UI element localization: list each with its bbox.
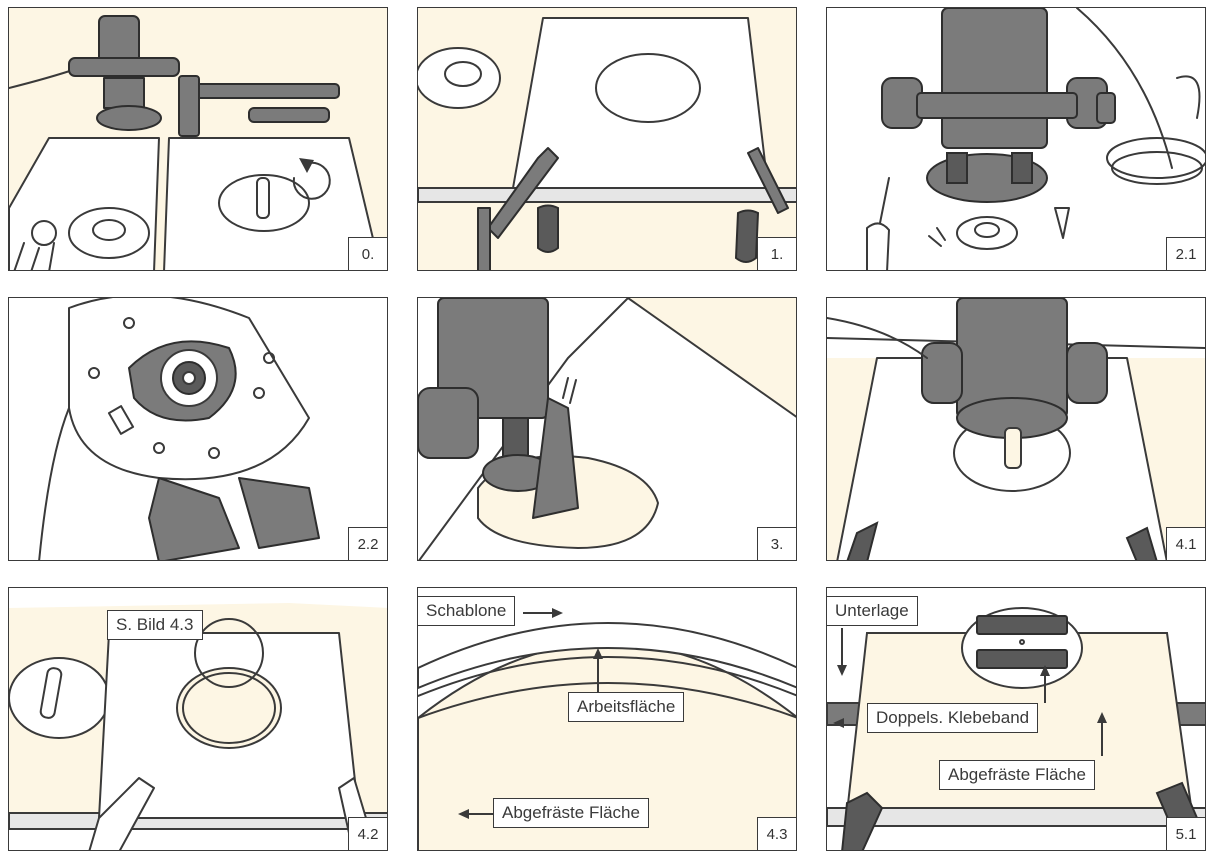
panel-step-1: 1. bbox=[417, 7, 797, 271]
step-number: 4.2 bbox=[348, 817, 388, 851]
step-number: 2.2 bbox=[348, 527, 388, 561]
illustration-template-clamped bbox=[418, 8, 797, 271]
milled-surface-label: Abgefräste Fläche bbox=[939, 760, 1095, 790]
panel-step-4-2: S. Bild 4.3 4.2 bbox=[8, 587, 388, 851]
illustration-routing-circle bbox=[418, 298, 797, 561]
base-label: Unterlage bbox=[826, 596, 918, 626]
tape-label: Doppels. Klebeband bbox=[867, 703, 1038, 733]
step-number: 1. bbox=[757, 237, 797, 271]
step-number: 4.1 bbox=[1166, 527, 1206, 561]
milled-surface-label: Abgefräste Fläche bbox=[493, 798, 649, 828]
see-image-label: S. Bild 4.3 bbox=[107, 610, 203, 640]
panel-step-2-2: 2.2 bbox=[8, 297, 388, 561]
panel-step-2-1: 2.1 bbox=[826, 7, 1206, 271]
panel-step-0: 0. bbox=[8, 7, 388, 271]
step-number: 3. bbox=[757, 527, 797, 561]
panel-step-5-1: Unterlage Doppels. Klebeband Abgefräste … bbox=[826, 587, 1206, 851]
illustration-router-baseplate bbox=[9, 298, 388, 561]
work-surface-label: Arbeitsfläche bbox=[568, 692, 684, 722]
panel-step-3: 3. bbox=[417, 297, 797, 561]
step-number: 4.3 bbox=[757, 817, 797, 851]
step-number: 2.1 bbox=[1166, 237, 1206, 271]
illustration-router-parts bbox=[827, 8, 1206, 271]
step-number: 5.1 bbox=[1166, 817, 1206, 851]
panel-step-4-3: Schablone Arbeitsfläche Abgefräste Fläch… bbox=[417, 587, 797, 851]
step-number: 0. bbox=[348, 237, 388, 271]
panel-step-4-1: 4.1 bbox=[826, 297, 1206, 561]
illustration-tools-overview bbox=[9, 8, 388, 271]
illustration-router-on-board bbox=[827, 298, 1206, 561]
template-label: Schablone bbox=[417, 596, 515, 626]
